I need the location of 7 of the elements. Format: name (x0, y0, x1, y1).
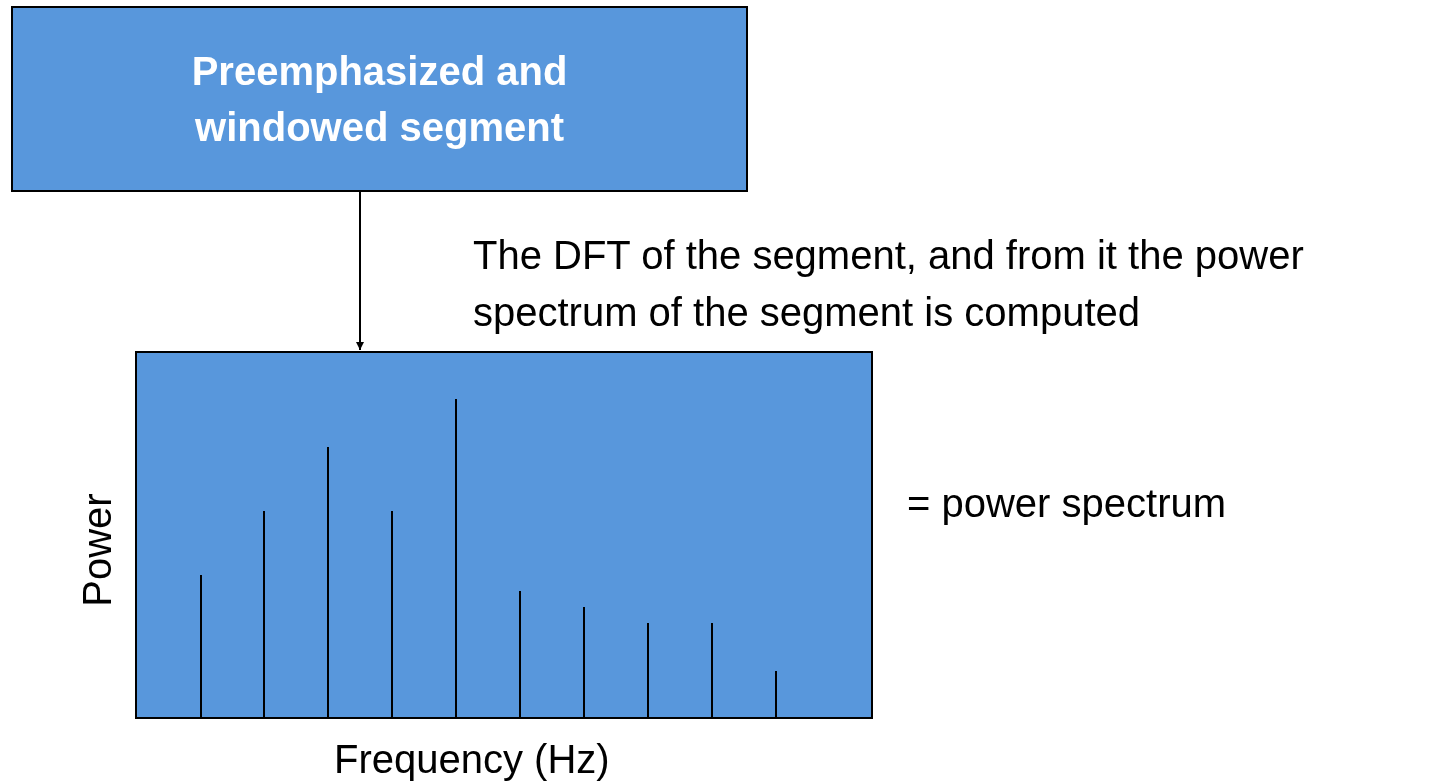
spectrum-panel (135, 351, 873, 719)
box-label: Preemphasized and windowed segment (190, 48, 569, 151)
axis-label: Power (74, 493, 120, 607)
axis-label: Frequency (Hz) (334, 736, 610, 782)
process-box (11, 6, 748, 192)
arrow (356, 191, 364, 351)
panel-caption: = power spectrum (907, 480, 1227, 526)
